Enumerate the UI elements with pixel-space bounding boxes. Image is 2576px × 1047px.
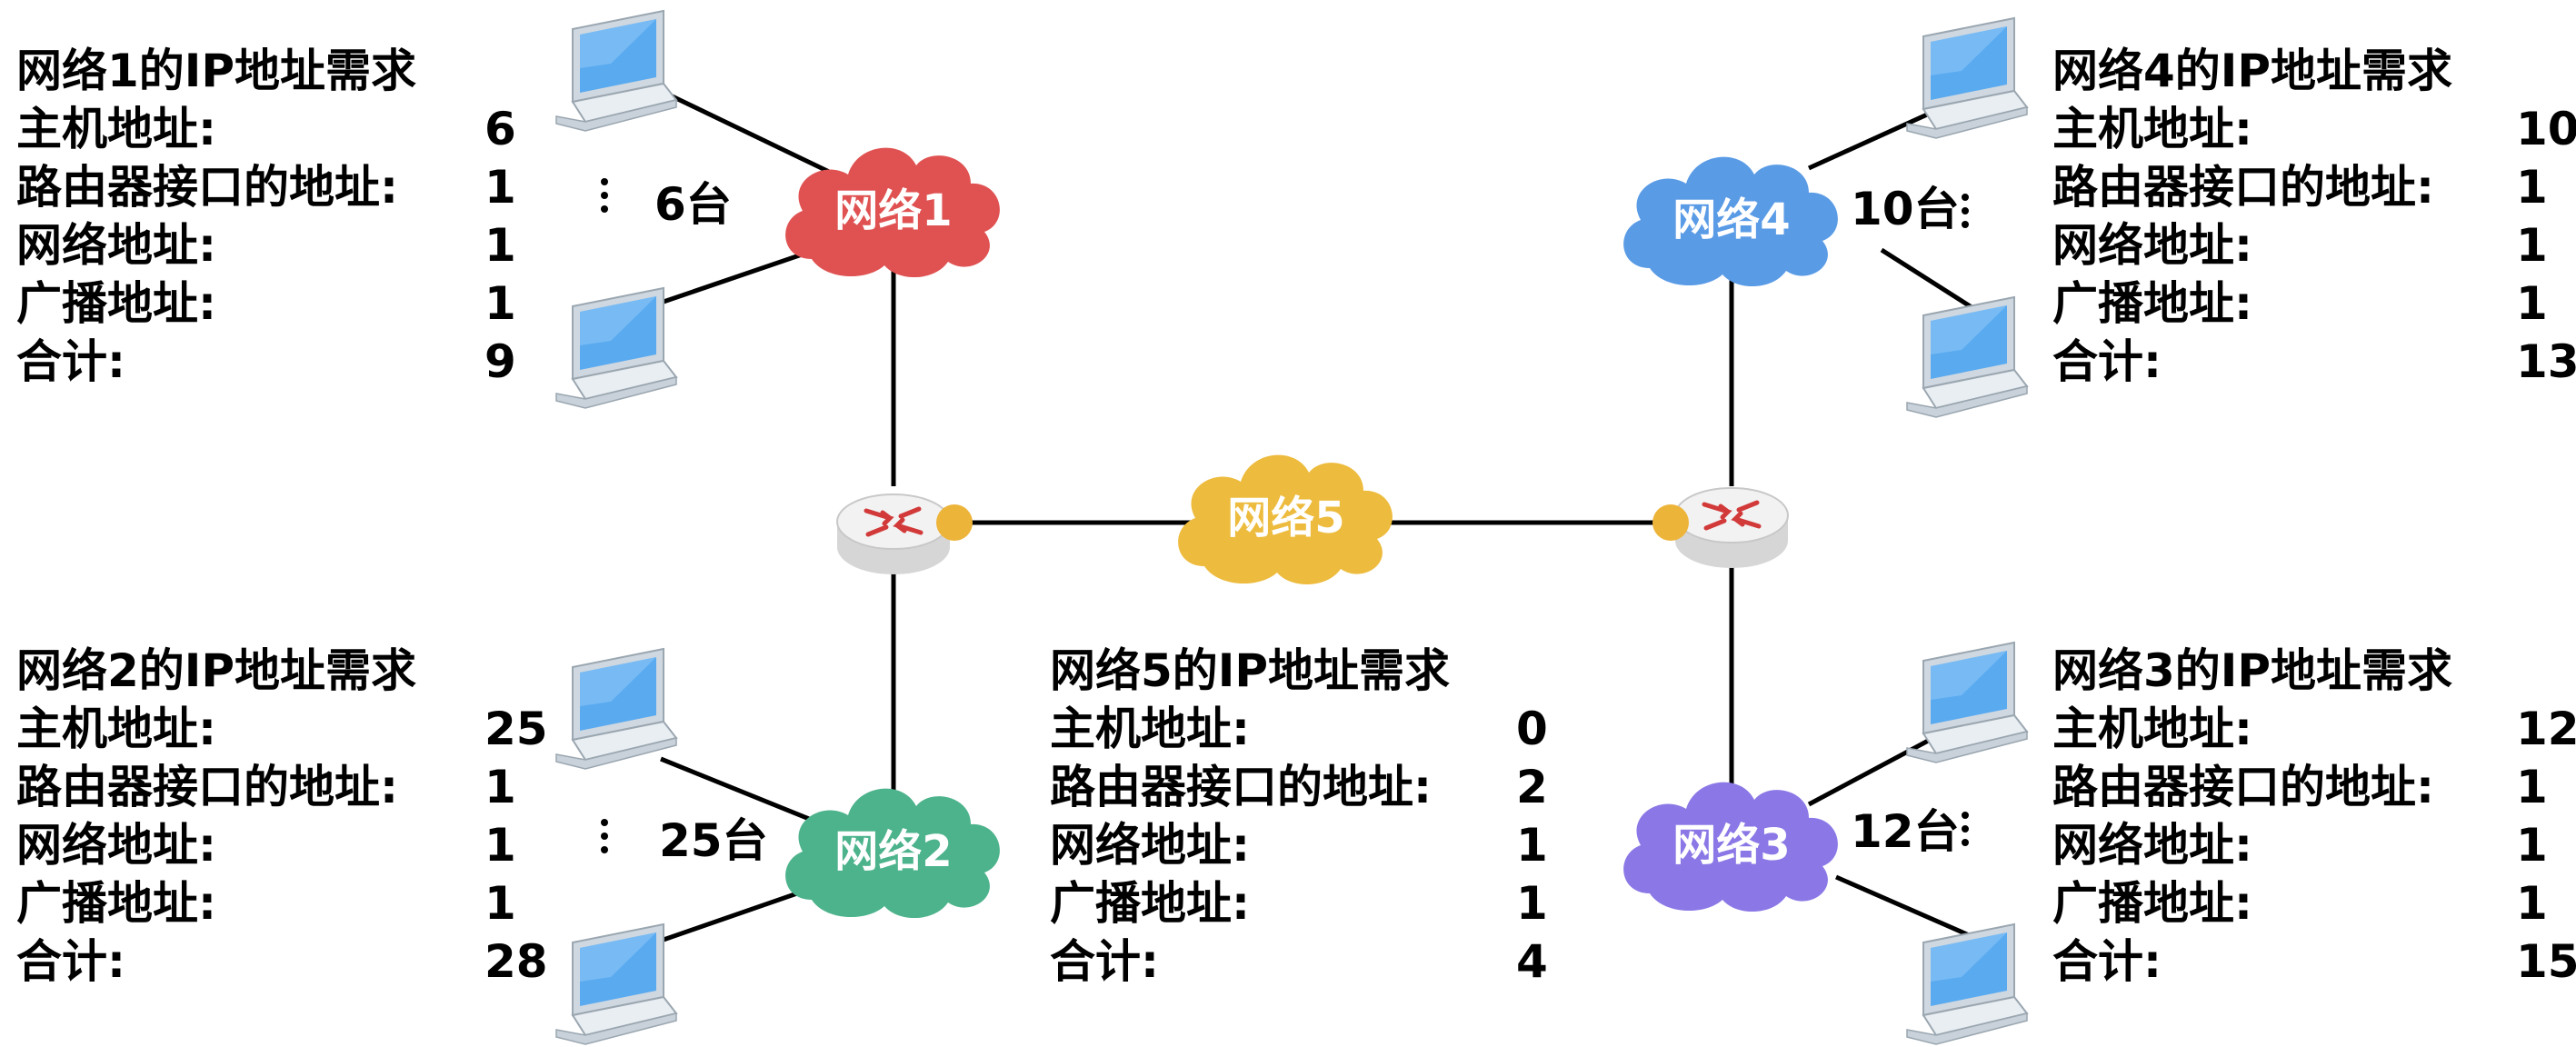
label-broadcast: 广播地址: [2052, 277, 2252, 330]
panel-title: 网络1的IP地址需求 [16, 45, 417, 97]
value-router: 1 [2516, 761, 2548, 813]
host-count-n1: 6台 [654, 178, 732, 231]
value-total: 15 [2516, 935, 2576, 988]
label-network: 网络地址: [2052, 219, 2252, 272]
label-hosts: 主机地址: [1050, 703, 1250, 755]
value-router: 1 [484, 161, 516, 214]
value-total: 4 [1516, 935, 1548, 988]
cloud-group: 网络1 网络2 网络3 网络4 网络5 [785, 147, 1838, 919]
host-count-n4: 10台 [1851, 183, 1960, 235]
value-hosts: 0 [1516, 703, 1548, 755]
router-icon [1675, 488, 1788, 568]
laptop-icon [1906, 17, 2028, 139]
label-hosts: 主机地址: [2052, 103, 2252, 155]
cloud-n3: 网络3 [1623, 782, 1838, 912]
value-router: 1 [2516, 161, 2548, 214]
label-network: 网络地址: [16, 819, 216, 872]
cloud-n1: 网络1 [785, 147, 1000, 278]
host-count-n3: 12台 [1851, 805, 1960, 858]
interface-dot [936, 504, 973, 541]
label-broadcast: 广播地址: [1050, 877, 1250, 930]
value-router: 2 [1516, 761, 1548, 813]
link-lines [659, 88, 1983, 943]
value-broadcast: 1 [484, 877, 516, 930]
label-hosts: 主机地址: [16, 703, 216, 755]
value-broadcast: 1 [2516, 877, 2548, 930]
label-network: 网络地址: [2052, 819, 2252, 872]
cloud-n4: 网络4 [1623, 156, 1838, 287]
cloud-label-n1: 网络1 [834, 185, 952, 236]
label-router: 路由器接口的地址: [16, 161, 398, 214]
value-broadcast: 1 [2516, 277, 2548, 330]
ellipsis-icon [601, 178, 1969, 853]
label-router: 路由器接口的地址: [16, 761, 398, 813]
value-network: 1 [484, 819, 516, 872]
label-broadcast: 广播地址: [16, 277, 216, 330]
value-total: 13 [2516, 335, 2576, 388]
label-hosts: 主机地址: [2052, 703, 2252, 755]
requirements-panel-n4: 网络4的IP地址需求 主机地址: 10 路由器接口的地址: 1 网络地址: 1 广播地… [2052, 42, 2576, 391]
cloud-label-n4: 网络4 [1672, 194, 1790, 245]
value-total: 28 [484, 935, 548, 988]
label-total: 合计: [16, 335, 125, 388]
host-count-n2: 25台 [659, 814, 768, 867]
label-total: 合计: [2052, 935, 2162, 988]
cloud-n5: 网络5 [1178, 454, 1393, 585]
value-total: 9 [484, 335, 516, 388]
interface-dot [1652, 504, 1689, 541]
laptop-icon [1906, 296, 2028, 418]
requirements-panel-n3: 网络3的IP地址需求 主机地址: 12 路由器接口的地址: 1 网络地址: 1 广播地… [2052, 642, 2576, 991]
label-broadcast: 广播地址: [16, 877, 216, 930]
label-network: 网络地址: [16, 219, 216, 272]
value-network: 1 [1516, 819, 1548, 872]
cloud-n2: 网络2 [785, 788, 1000, 919]
value-network: 1 [484, 219, 516, 272]
panel-title: 网络3的IP地址需求 [2052, 644, 2453, 697]
requirements-panel-n5: 网络5的IP地址需求 主机地址: 0 路由器接口的地址: 2 网络地址: 1 广播地址… [1050, 642, 1559, 991]
value-network: 1 [2516, 219, 2548, 272]
value-hosts: 12 [2516, 703, 2576, 755]
router-icon [837, 494, 950, 574]
label-total: 合计: [1050, 935, 1159, 988]
label-broadcast: 广播地址: [2052, 877, 2252, 930]
cloud-label-n5: 网络5 [1227, 493, 1344, 543]
laptop-icon [555, 287, 677, 409]
requirements-panel-n1: 网络1的IP地址需求 主机地址: 6 路由器接口的地址: 1 网络地址: 1 广播地址… [16, 42, 525, 391]
laptop-icon [555, 923, 677, 1045]
panel-title: 网络5的IP地址需求 [1050, 644, 1451, 697]
label-network: 网络地址: [1050, 819, 1250, 872]
value-broadcast: 1 [484, 277, 516, 330]
label-router: 路由器接口的地址: [2052, 161, 2434, 214]
value-hosts: 10 [2516, 103, 2576, 155]
value-hosts: 6 [484, 103, 516, 155]
cloud-label-n2: 网络2 [834, 826, 952, 877]
requirements-panel-n2: 网络2的IP地址需求 主机地址: 25 路由器接口的地址: 1 网络地址: 1 广播地… [16, 642, 562, 991]
value-hosts: 25 [484, 703, 548, 755]
label-total: 合计: [16, 935, 125, 988]
label-router: 路由器接口的地址: [2052, 761, 2434, 813]
label-hosts: 主机地址: [16, 103, 216, 155]
laptop-icon [1906, 923, 2028, 1045]
label-total: 合计: [2052, 335, 2162, 388]
cloud-label-n3: 网络3 [1672, 820, 1790, 871]
label-router: 路由器接口的地址: [1050, 761, 1432, 813]
laptop-icon [555, 10, 677, 132]
laptop-icon [555, 648, 677, 770]
value-network: 1 [2516, 819, 2548, 872]
value-broadcast: 1 [1516, 877, 1548, 930]
value-router: 1 [484, 761, 516, 813]
panel-title: 网络4的IP地址需求 [2052, 45, 2453, 97]
panel-title: 网络2的IP地址需求 [16, 644, 417, 697]
